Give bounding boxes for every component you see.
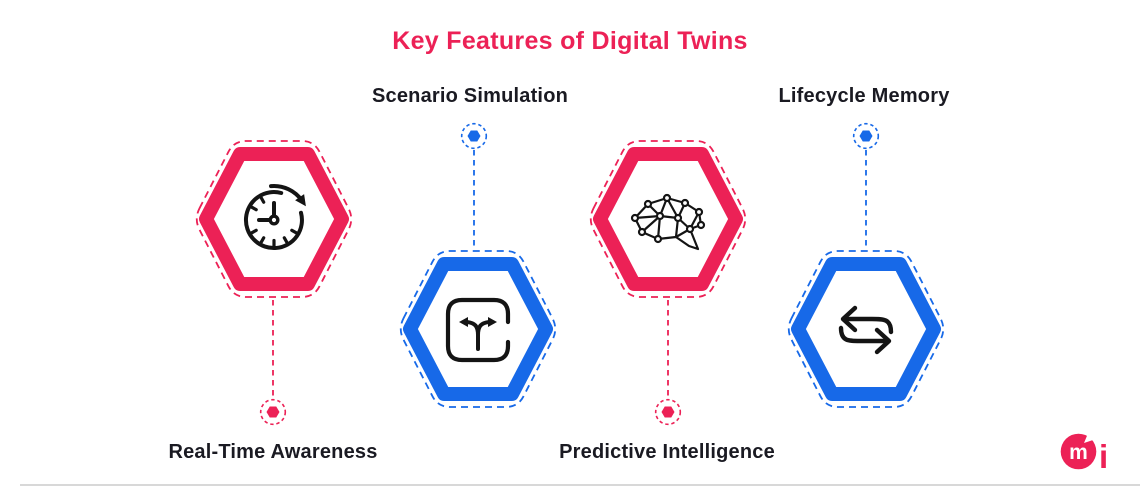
connector-line — [272, 300, 274, 397]
hexagon-lifecycle — [787, 250, 945, 408]
logo-letter-m: m — [1069, 441, 1088, 464]
hexagon-real-time — [195, 140, 353, 298]
connector-line — [865, 150, 867, 248]
logo-disc — [1060, 433, 1097, 470]
neural-network-icon — [630, 193, 706, 251]
feature-label-scenario-simulation: Scenario Simulation — [371, 85, 569, 107]
hexagon-border — [600, 154, 736, 284]
hexagon-predictive — [589, 140, 747, 298]
feature-label-real-time-awareness: Real-Time Awareness — [168, 441, 378, 463]
connector-dot — [852, 122, 880, 150]
hexagon-scenario — [399, 250, 557, 408]
clock-history-icon — [243, 183, 306, 251]
brand-logo: m i — [1060, 431, 1108, 473]
connector-line — [667, 300, 669, 397]
logo-letter-i: i — [1099, 438, 1108, 473]
connector-dot — [654, 398, 682, 426]
hexagon-border — [798, 264, 934, 394]
swap-arrows-icon — [838, 305, 894, 355]
branch-split-icon — [445, 297, 511, 363]
connector-dot — [259, 398, 287, 426]
bottom-divider — [20, 484, 1140, 486]
logo-notch — [1084, 431, 1096, 443]
feature-label-predictive-intelligence: Predictive Intelligence — [559, 441, 775, 463]
connector-line — [473, 150, 475, 248]
page-title: Key Features of Digital Twins — [392, 27, 748, 55]
feature-label-lifecycle-memory: Lifecycle Memory — [778, 85, 950, 107]
connector-dot — [460, 122, 488, 150]
